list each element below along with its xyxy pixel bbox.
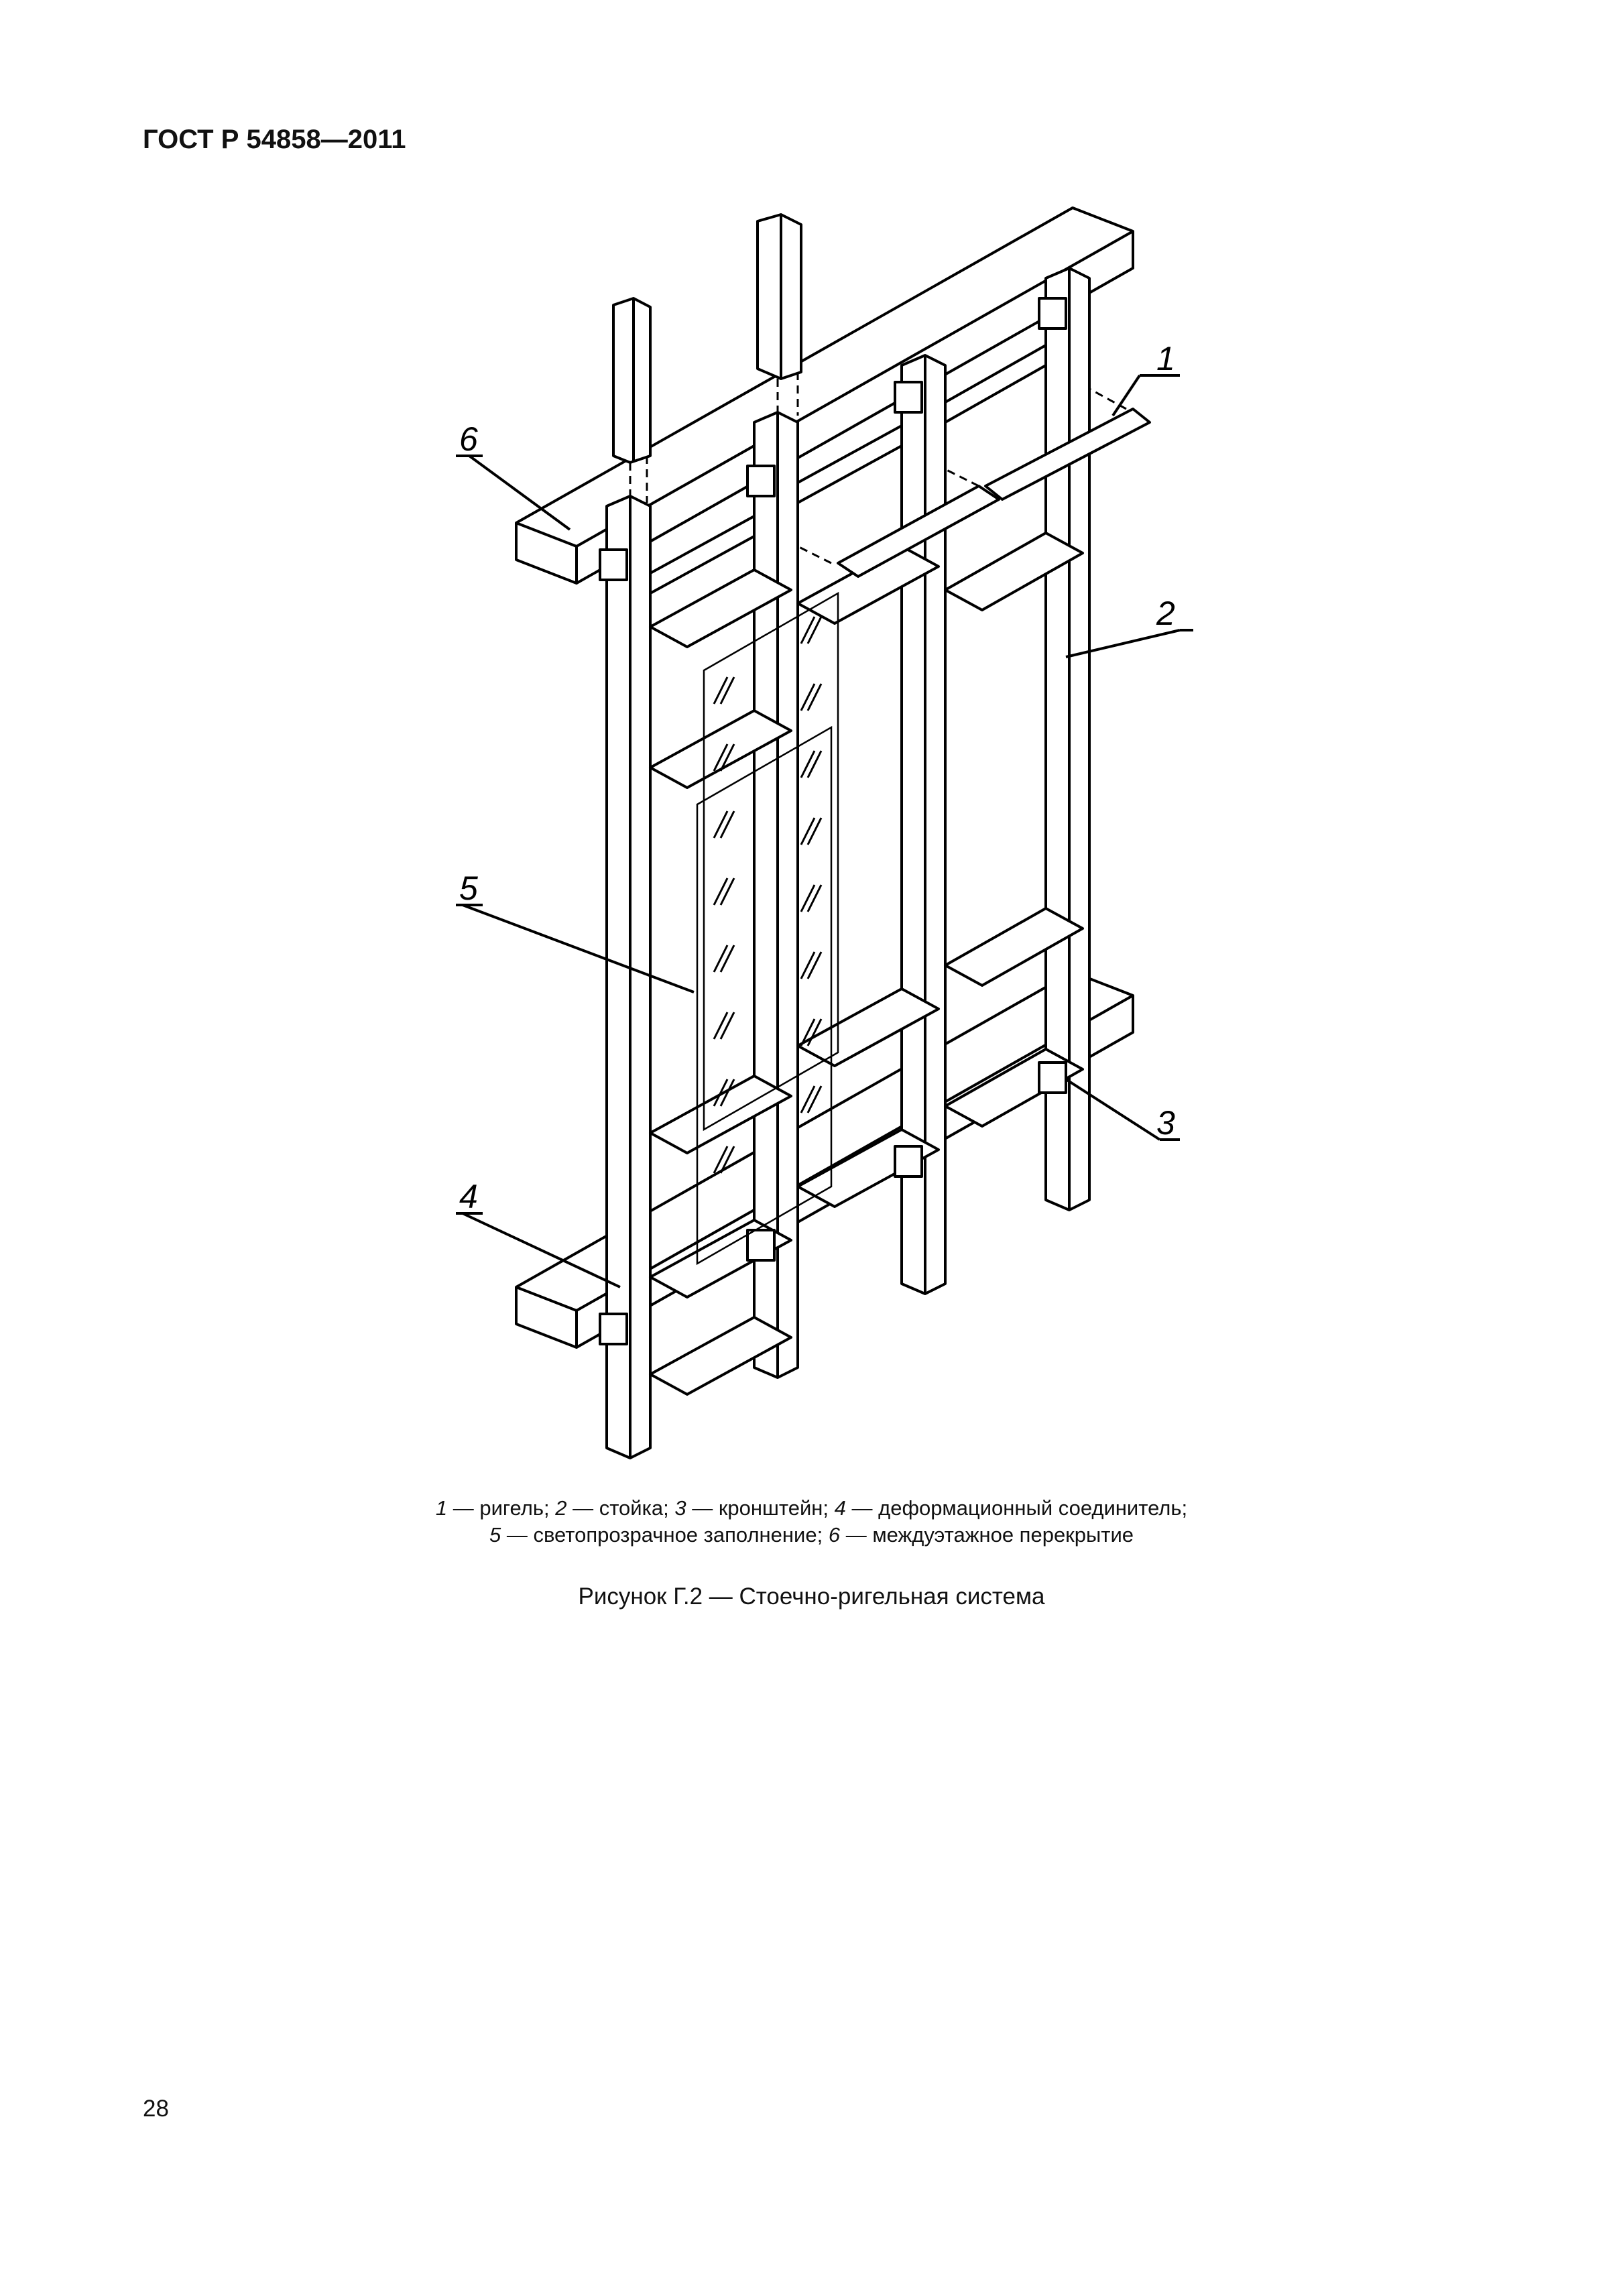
legend-text-2: — стойка; xyxy=(573,1496,669,1520)
legend-text-1: — ригель; xyxy=(453,1496,550,1520)
callout-5: 5 xyxy=(459,869,478,907)
mullion-stubs xyxy=(612,213,802,509)
legend-num-3: 3 xyxy=(674,1496,686,1520)
legend-num-1: 1 xyxy=(435,1496,448,1520)
legend-num-6: 6 xyxy=(828,1523,841,1547)
legend-line-1: 1 — ригель; 2 — стойка; 3 — кронштейн; 4… xyxy=(0,1496,1623,1520)
brackets xyxy=(599,297,1067,1345)
floor-slab-top xyxy=(515,206,1134,585)
figure-caption: Рисунок Г.2 — Стоечно-ригельная система xyxy=(578,1583,1045,1610)
legend-num-5: 5 xyxy=(489,1523,501,1547)
diagram-svg: 1 2 3 4 5 6 xyxy=(456,206,1193,1459)
callout-2: 2 xyxy=(1156,595,1175,632)
legend-text-5: — светопрозрачное заполнение; xyxy=(506,1523,823,1547)
callout-4: 4 xyxy=(459,1178,478,1215)
leader-lines xyxy=(456,374,1193,1288)
glazing-panes xyxy=(696,591,839,1266)
callout-3: 3 xyxy=(1156,1104,1175,1142)
legend-text-6: — междуэтажное перекрытие xyxy=(845,1523,1134,1547)
page-number: 28 xyxy=(143,2096,169,2122)
legend-line-2: 5 — светопрозрачное заполнение; 6 — межд… xyxy=(0,1523,1623,1547)
callout-1: 1 xyxy=(1156,340,1175,377)
legend-text-4: — деформационный соединитель; xyxy=(851,1496,1188,1520)
mullions xyxy=(605,267,1091,1459)
transom-detached xyxy=(797,387,1151,578)
legend-text-3: — кронштейн; xyxy=(692,1496,829,1520)
document-header: ГОСТ Р 54858—2011 xyxy=(143,125,406,154)
figure-curtain-wall-diagram: 1 2 3 4 5 6 xyxy=(456,206,1193,1459)
legend-num-4: 4 xyxy=(834,1496,846,1520)
callout-6: 6 xyxy=(459,420,478,458)
legend-num-2: 2 xyxy=(555,1496,567,1520)
